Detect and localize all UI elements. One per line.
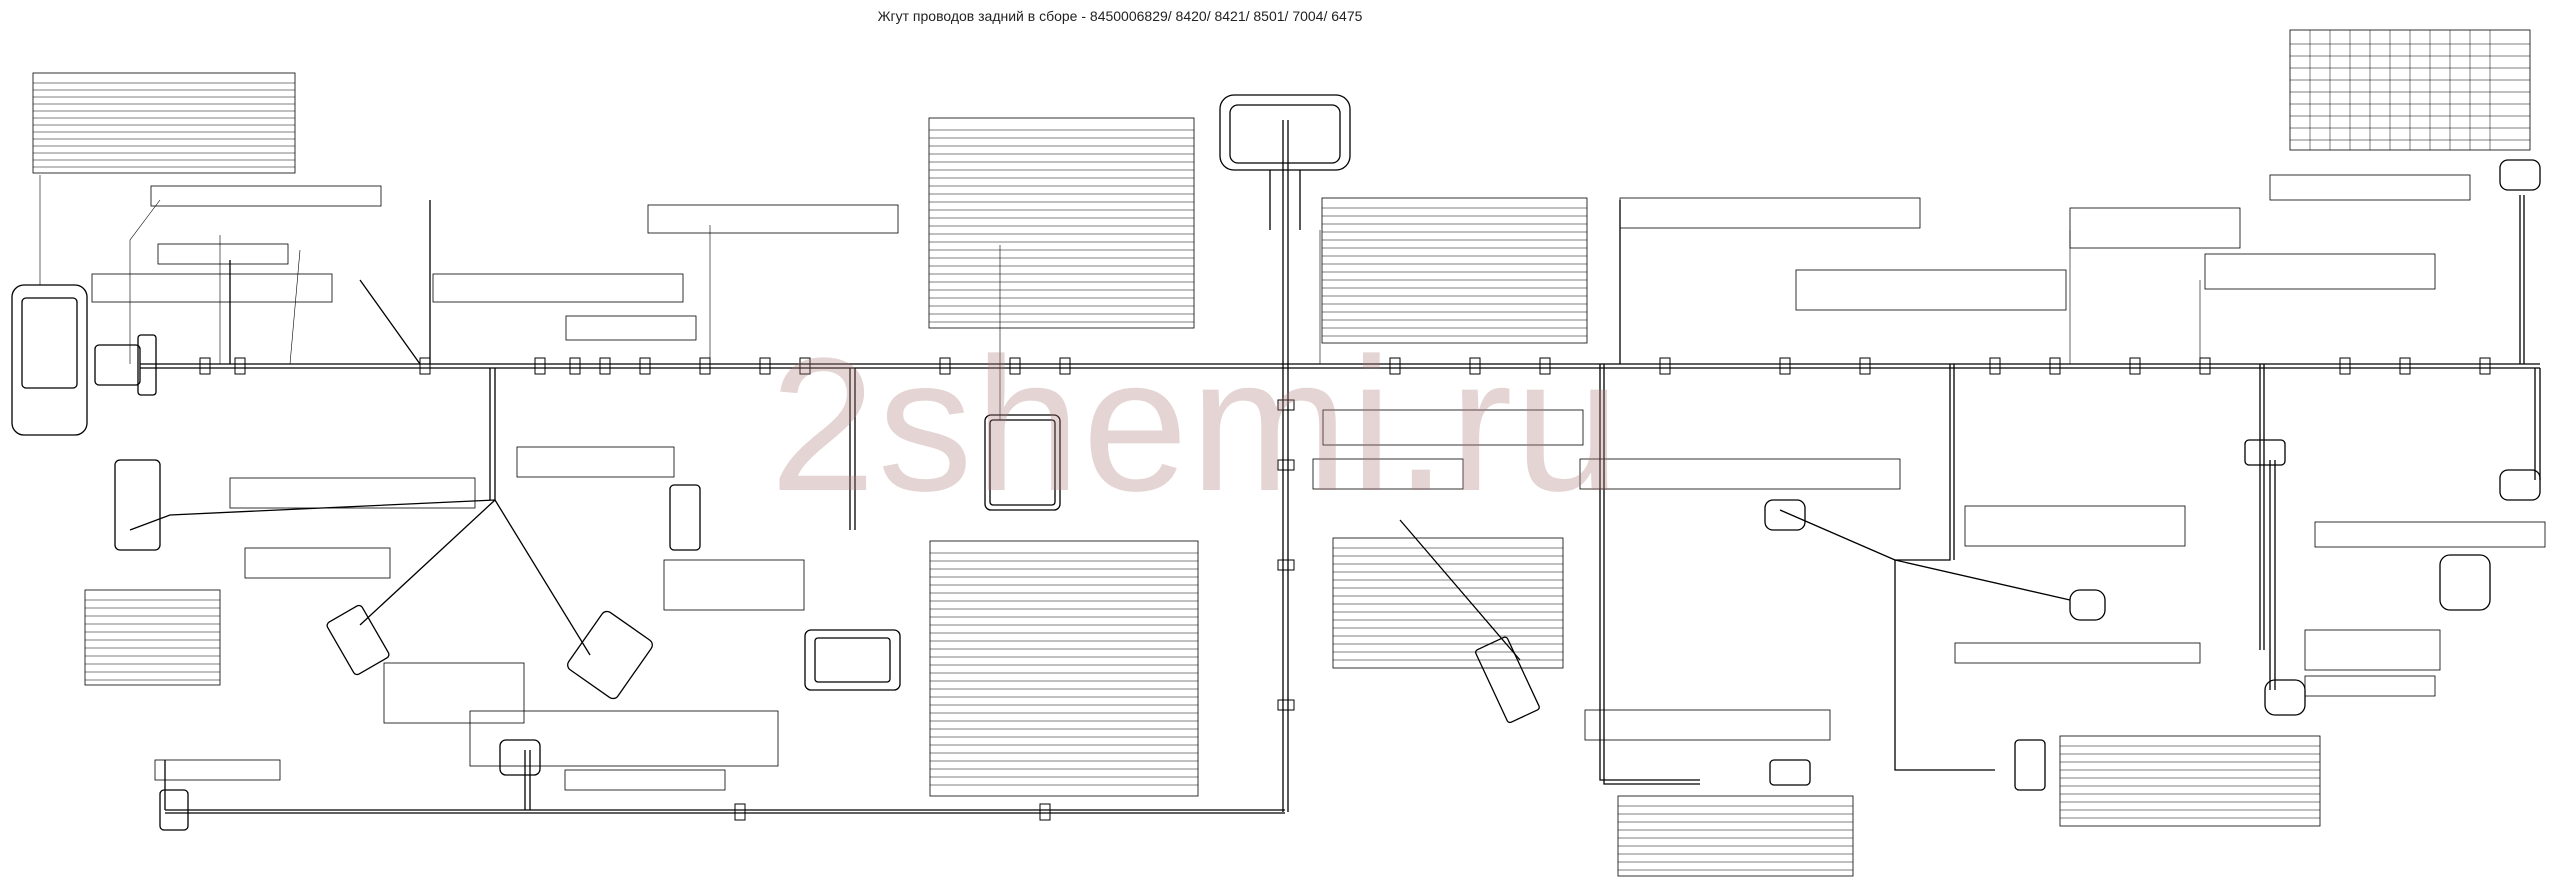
diagram-title: Жгут проводов задний в сборе - 845000682… bbox=[877, 8, 1363, 24]
connector-left bbox=[11, 284, 88, 436]
table-right-bottom bbox=[2059, 735, 2321, 827]
connector-center-left bbox=[984, 414, 1061, 511]
connector-top-center bbox=[1219, 94, 1351, 171]
table-center-top bbox=[928, 117, 1195, 329]
table-front-top bbox=[32, 72, 296, 174]
connector-bottom-center bbox=[804, 629, 901, 691]
table-center-bottom bbox=[929, 540, 1199, 797]
